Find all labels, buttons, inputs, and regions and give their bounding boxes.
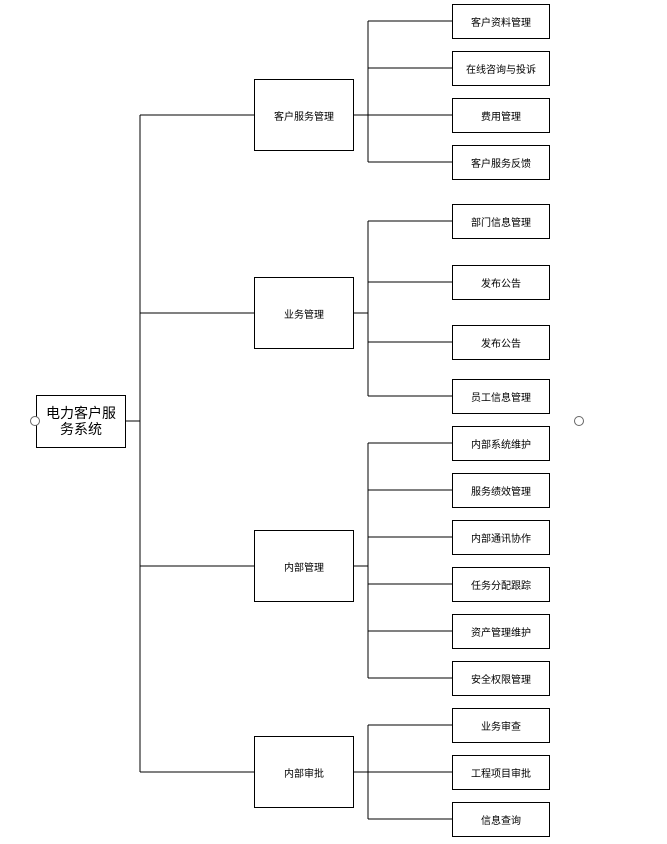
- leaf-node-label: 部门信息管理: [471, 217, 531, 229]
- leaf-node: 业务审查: [452, 707, 550, 743]
- leaf-node-label: 任务分配跟踪: [471, 580, 531, 592]
- leaf-node: 发布公告: [452, 264, 550, 300]
- leaf-node: 服务绩效管理: [452, 472, 550, 508]
- leaf-node: 任务分配跟踪: [452, 566, 550, 602]
- leaf-node-label: 内部通讯协作: [471, 533, 531, 545]
- leaf-node: 员工信息管理: [452, 378, 550, 414]
- leaf-node-label: 资产管理维护: [471, 627, 531, 639]
- group-node: 内部管理: [254, 530, 354, 602]
- leaf-node: 客户资料管理: [452, 3, 550, 39]
- root-node-label: 电力客户服务系统: [46, 405, 116, 438]
- leaf-node: 内部通讯协作: [452, 519, 550, 555]
- leaf-node-label: 在线咨询与投诉: [466, 64, 536, 76]
- root-node: 电力客户服务系统: [36, 395, 126, 448]
- leaf-node: 部门信息管理: [452, 203, 550, 239]
- leaf-node-label: 安全权限管理: [471, 674, 531, 686]
- leaf-node: 资产管理维护: [452, 613, 550, 649]
- leaf-node: 费用管理: [452, 97, 550, 133]
- leaf-node-label: 发布公告: [481, 338, 521, 350]
- leaf-node: 在线咨询与投诉: [452, 50, 550, 86]
- leaf-node: 信息查询: [452, 801, 550, 837]
- right-connector-handle[interactable]: [574, 416, 584, 426]
- leaf-node-label: 员工信息管理: [471, 392, 531, 404]
- leaf-node: 内部系统维护: [452, 425, 550, 461]
- leaf-node-label: 发布公告: [481, 278, 521, 290]
- leaf-node-label: 客户资料管理: [471, 17, 531, 29]
- group-node-label: 业务管理: [284, 309, 324, 321]
- leaf-node-label: 费用管理: [481, 111, 521, 123]
- left-connector-handle[interactable]: [30, 416, 40, 426]
- leaf-node-label: 工程项目审批: [471, 768, 531, 780]
- leaf-node-label: 信息查询: [481, 815, 521, 827]
- leaf-node-label: 客户服务反馈: [471, 158, 531, 170]
- leaf-node: 客户服务反馈: [452, 144, 550, 180]
- group-node-label: 内部管理: [284, 562, 324, 574]
- leaf-node: 工程项目审批: [452, 754, 550, 790]
- leaf-node: 发布公告: [452, 324, 550, 360]
- group-node: 内部审批: [254, 736, 354, 808]
- leaf-node-label: 业务审查: [481, 721, 521, 733]
- group-node-label: 内部审批: [284, 768, 324, 780]
- group-node: 客户服务管理: [254, 79, 354, 151]
- leaf-node-label: 服务绩效管理: [471, 486, 531, 498]
- leaf-node: 安全权限管理: [452, 660, 550, 696]
- leaf-node-label: 内部系统维护: [471, 439, 531, 451]
- group-node: 业务管理: [254, 277, 354, 349]
- group-node-label: 客户服务管理: [274, 111, 334, 123]
